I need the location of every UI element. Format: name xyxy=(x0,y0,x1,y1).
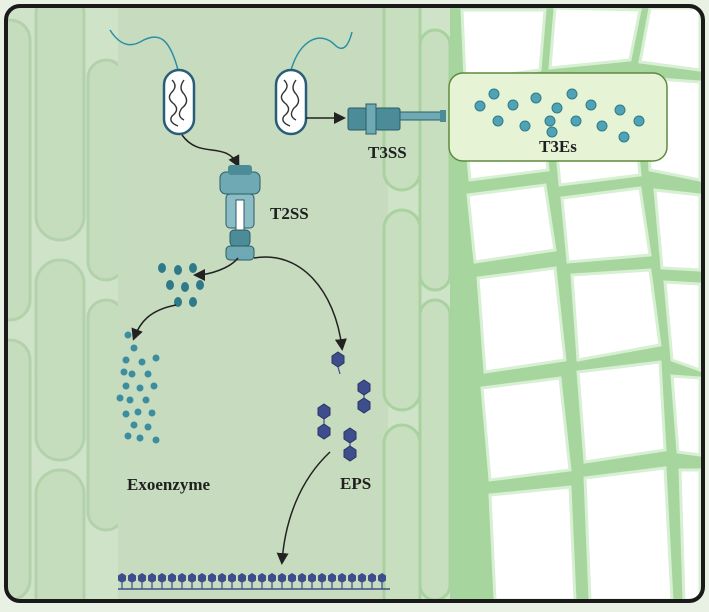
eps-hexagon-icon xyxy=(308,573,316,583)
eps-hexagon-icon xyxy=(178,573,186,583)
left-tissue xyxy=(6,6,126,601)
eps-hexagon-icon xyxy=(138,573,146,583)
arrow xyxy=(181,134,240,168)
t2ss-label: T2SS xyxy=(270,204,309,223)
central-band xyxy=(118,6,388,601)
t3es-label: T3Es xyxy=(539,137,577,156)
eps-hexagon-icon xyxy=(278,573,286,583)
t3es-box: T3Es xyxy=(448,72,668,162)
eps-hexagon-icon xyxy=(228,573,236,583)
eps-hexagon-icon xyxy=(128,573,136,583)
eps-hexagon-icon xyxy=(148,573,156,583)
arrow xyxy=(253,256,347,351)
exoenzyme-label: Exoenzyme xyxy=(127,475,211,494)
eps-hexagon-icon xyxy=(338,573,346,583)
exoenzyme-bead-icon xyxy=(158,263,204,307)
eps-hexagon-icon xyxy=(348,573,356,583)
eps-hexagon-icon xyxy=(198,573,206,583)
eps-label: EPS xyxy=(340,474,371,493)
arrow xyxy=(193,257,239,281)
bacterium-icon xyxy=(274,31,353,136)
eps-hexagon-icon xyxy=(318,573,326,583)
eps-hexagon-icon xyxy=(317,351,371,462)
eps-hexagon-icon xyxy=(378,573,386,583)
middle-tissue xyxy=(382,6,452,601)
eps-hexagon-icon xyxy=(358,573,366,583)
arrow xyxy=(131,304,177,341)
eps-linkers xyxy=(323,366,365,446)
eps-hexagon-icon xyxy=(168,573,176,583)
eps-hexagon-icon xyxy=(118,573,126,583)
eps-hexagon-icon xyxy=(208,573,216,583)
bacterium-icon xyxy=(109,29,196,136)
eps-hexagon-icon xyxy=(328,573,336,583)
effector-dot-icon xyxy=(474,88,645,143)
eps-hexagon-icon xyxy=(298,573,306,583)
eps-hexagon-icon xyxy=(158,573,166,583)
eps-chain xyxy=(118,573,390,590)
eps-hexagon-icon xyxy=(258,573,266,583)
eps-hexagon-icon xyxy=(238,573,246,583)
eps-hexagon-icon xyxy=(218,573,226,583)
eps-hexagon-icon xyxy=(188,573,196,583)
t2ss-secretion-apparatus-icon xyxy=(219,165,261,261)
eps-hexagon-icon xyxy=(288,573,296,583)
eps-hexagon-icon xyxy=(268,573,276,583)
t3ss-label: T3SS xyxy=(368,143,407,162)
frame xyxy=(4,4,705,603)
arrow xyxy=(276,451,331,565)
eps-hexagon-icon xyxy=(248,573,256,583)
t3ss-secretion-apparatus-icon xyxy=(347,103,446,135)
exoenzyme-bead-icon xyxy=(116,331,160,444)
eps-hexagon-icon xyxy=(368,573,376,583)
